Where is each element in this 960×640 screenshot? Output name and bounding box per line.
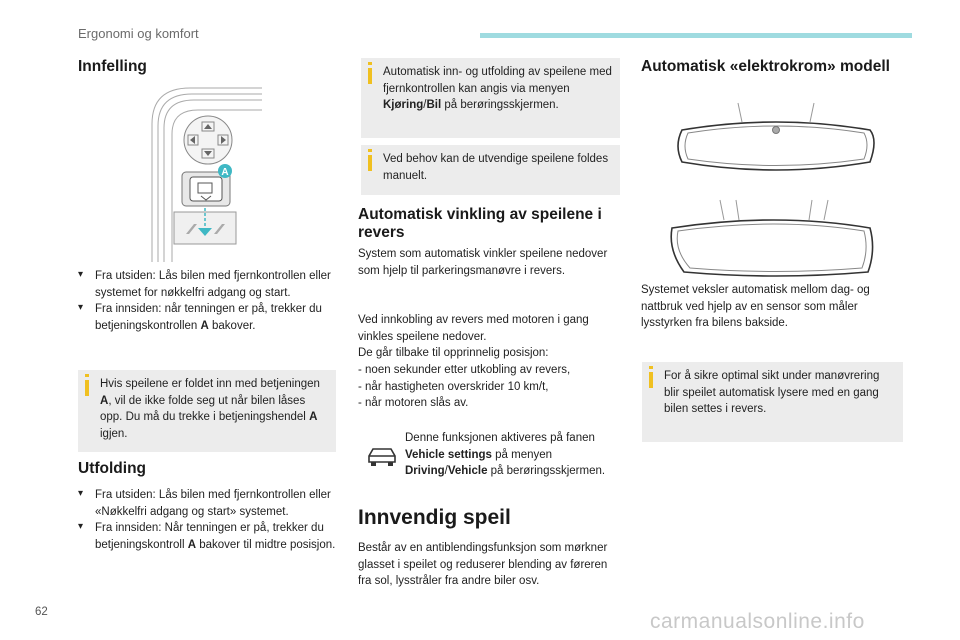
info-box-auto-folding: Automatisk inn- og utfolding av speilene… [361, 58, 620, 138]
info-icon [649, 366, 653, 388]
interior-mirror-figure [670, 102, 875, 277]
innvendig-description: Består av en antiblendingsfunksjon som m… [358, 542, 608, 588]
info-icon [368, 149, 372, 171]
list-item: ▾Fra innsiden: når tenningen er på, trek… [78, 302, 322, 333]
car-settings-icon [368, 448, 396, 466]
figure-label-a: A [221, 167, 228, 178]
bullet-icon: ▾ [78, 302, 84, 314]
utfolding-heading: Utfolding [78, 460, 147, 477]
page-number: 62 [35, 606, 48, 618]
innfelling-bullets: ▾Fra utsiden: Lås bilen med fjernkontrol… [78, 268, 340, 335]
info-box-folded: Hvis speilene er foldet inn med betjenin… [78, 370, 336, 452]
info-box-reverse-brightness: For å sikre optimal sikt under manøvreri… [642, 362, 903, 442]
utfolding-bullets: ▾Fra utsiden: Lås bilen med fjernkontrol… [78, 487, 340, 554]
info-icon [85, 374, 89, 396]
info-box-manual-folding: Ved behov kan de utvendige speilene fold… [361, 145, 620, 195]
car-settings-note: Denne funksjonen aktiveres på fanen Vehi… [405, 432, 606, 478]
innfelling-heading: Innfelling [78, 58, 147, 75]
list-item: ▾Fra utsiden: Lås bilen med fjernkontrol… [78, 488, 331, 518]
bullet-icon: ▾ [78, 521, 84, 533]
innvendig-heading: Innvendig speil [358, 506, 511, 529]
section-title: Ergonomi og komfort [78, 26, 199, 41]
revers-heading: Automatisk vinkling av speilene i revers [358, 206, 602, 241]
mirror-control-figure: A [151, 87, 262, 262]
left-column: Innfelling [78, 58, 340, 76]
list-item: ▾Fra innsiden: Når tenningen er på, trek… [78, 521, 336, 552]
info-icon [368, 62, 372, 84]
bullet-icon: ▾ [78, 488, 84, 499]
revers-details: Ved innkobling av revers med motoren i g… [358, 314, 589, 410]
revers-description: System som automatisk vinkler speilene n… [358, 248, 608, 277]
list-item: ▾Fra utsiden: Lås bilen med fjernkontrol… [78, 269, 331, 299]
bullet-icon: ▾ [78, 269, 84, 280]
watermark: carmanualsonline.info [650, 610, 865, 633]
elektrokrom-description: Systemet veksler automatisk mellom dag- … [641, 284, 870, 330]
header-accent-bar [480, 33, 912, 38]
elektrokrom-heading: Automatisk «elektrokrom» modell [641, 58, 890, 75]
